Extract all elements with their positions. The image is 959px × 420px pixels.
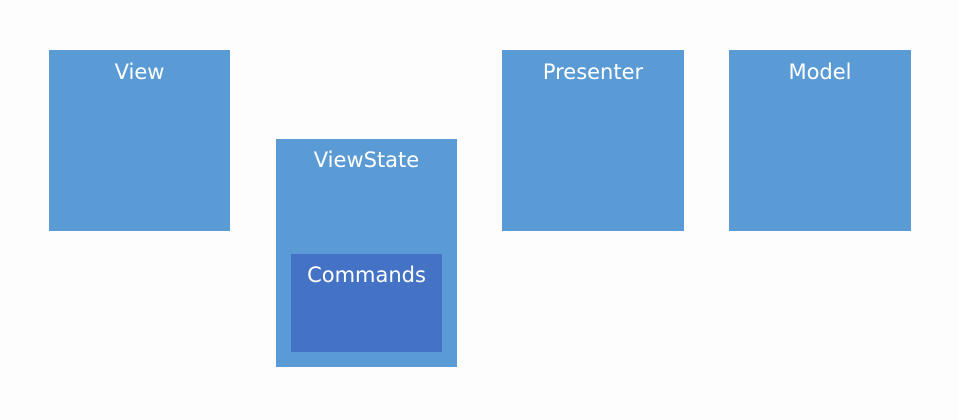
model-label: Model: [788, 60, 852, 84]
view-box: View: [49, 50, 230, 231]
presenter-box: Presenter: [502, 50, 684, 231]
commands-box: Commands: [291, 254, 442, 352]
view-label: View: [114, 60, 165, 84]
model-box: Model: [729, 50, 911, 231]
viewstate-label: ViewState: [313, 148, 420, 172]
viewstate-box: ViewState Commands: [276, 139, 457, 367]
presenter-label: Presenter: [542, 60, 644, 84]
commands-label: Commands: [307, 263, 426, 287]
